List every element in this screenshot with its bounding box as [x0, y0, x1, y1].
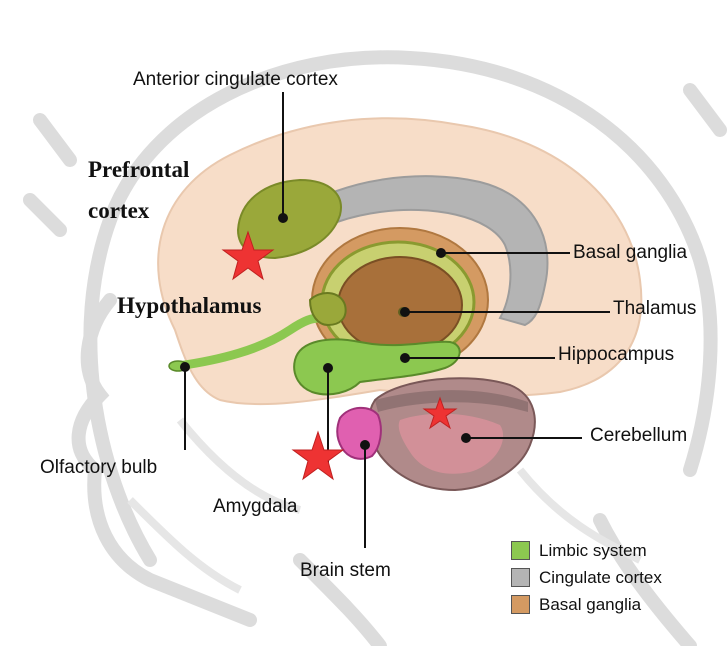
label-prefrontal-line2: cortex [88, 198, 149, 224]
label-amygdala: Amygdala [213, 497, 298, 516]
legend-swatch-basal [511, 595, 530, 614]
brain-stem-region [337, 408, 381, 459]
label-prefrontal-line1: Prefrontal [88, 157, 189, 183]
legend-label-limbic: Limbic system [539, 541, 647, 561]
label-hypothalamus: Hypothalamus [117, 293, 261, 319]
legend-label-basal: Basal ganglia [539, 595, 641, 615]
label-thalamus: Thalamus [613, 299, 696, 318]
label-cerebellum: Cerebellum [590, 426, 687, 445]
legend-label-cingulate: Cingulate cortex [539, 568, 662, 588]
legend-swatch-cingulate [511, 568, 530, 587]
label-olfactory-bulb: Olfactory bulb [40, 458, 157, 477]
thalamus-region [338, 257, 462, 353]
legend-swatch-limbic [511, 541, 530, 560]
legend-item-cingulate: Cingulate cortex [511, 564, 662, 591]
label-anterior-cingulate: Anterior cingulate cortex [133, 70, 338, 89]
label-basal-ganglia: Basal ganglia [573, 243, 687, 262]
label-brain-stem: Brain stem [300, 561, 391, 580]
star-icon [293, 432, 343, 479]
legend-item-basal: Basal ganglia [511, 591, 662, 618]
legend-item-limbic: Limbic system [511, 537, 662, 564]
legend: Limbic system Cingulate cortex Basal gan… [511, 537, 662, 618]
label-hippocampus: Hippocampus [558, 345, 674, 364]
